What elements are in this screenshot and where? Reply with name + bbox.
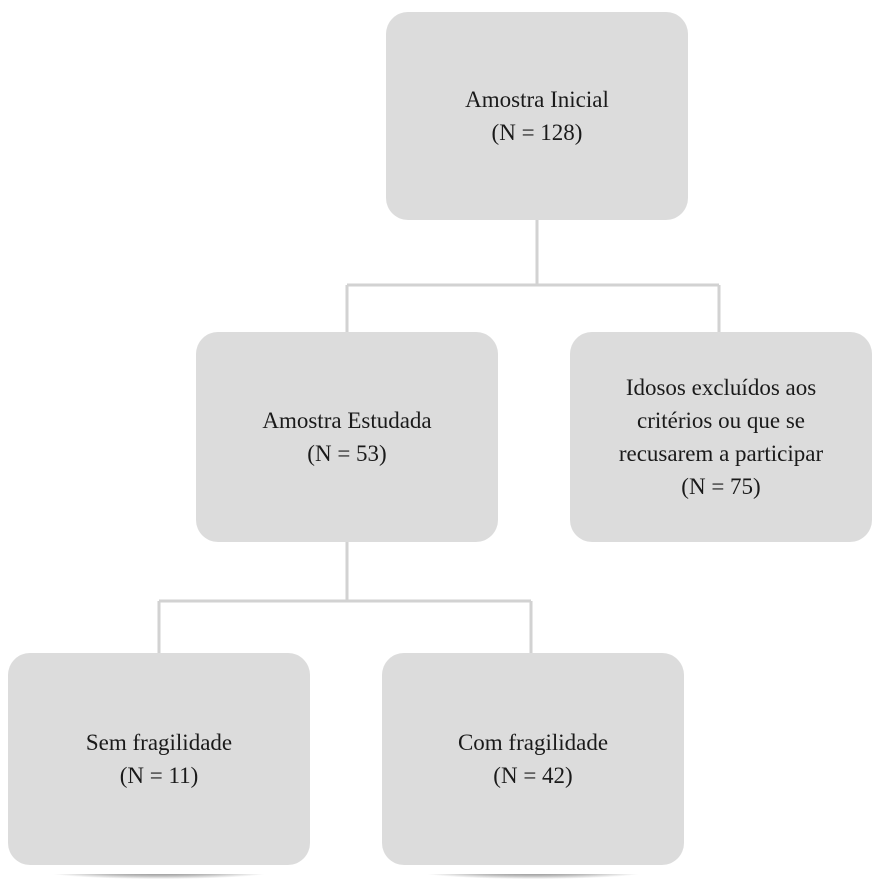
node-excluded-line-2: critérios ou que se (637, 408, 805, 433)
node-no-frailty: Sem fragilidade (N = 11) (8, 653, 310, 879)
node-no-frailty-title: Sem fragilidade (85, 730, 233, 755)
node-frailty: Com fragilidade (N = 42) (382, 653, 684, 879)
node-initial-count: (N = 128) (491, 120, 583, 145)
node-frailty-count: (N = 42) (493, 763, 573, 788)
node-excluded-line-1: Idosos excluídos aos (625, 375, 817, 400)
node-excluded: Idosos excluídos aos critérios ou que se… (570, 332, 872, 556)
node-initial-sample: Amostra Inicial (N = 128) (386, 12, 688, 234)
node-studied-sample: Amostra Estudada (N = 53) (196, 332, 498, 556)
node-excluded-count: (N = 75) (681, 474, 761, 499)
node-studied-count: (N = 53) (307, 441, 387, 466)
node-no-frailty-count: (N = 11) (119, 763, 199, 788)
node-excluded-line-3: recusarem a participar (618, 441, 824, 466)
node-studied-title: Amostra Estudada (262, 408, 432, 433)
node-initial-title: Amostra Inicial (465, 87, 609, 112)
node-frailty-title: Com fragilidade (457, 730, 609, 755)
